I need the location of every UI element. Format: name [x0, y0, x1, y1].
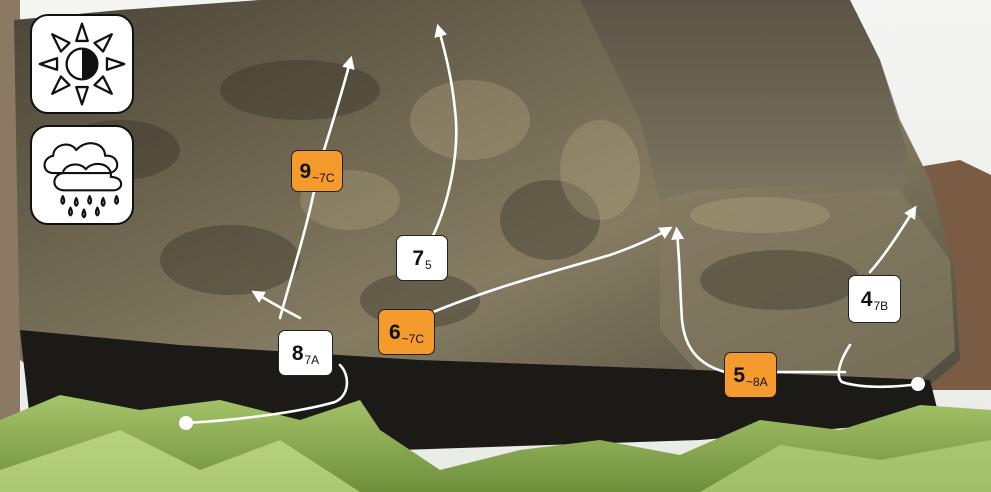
problem-grade: 7A [304, 353, 320, 367]
problem-tag-6[interactable]: 6~7C [378, 309, 435, 355]
problem-number: 5 [733, 363, 745, 387]
problem-number: 9 [299, 159, 312, 183]
route-line-6 [184, 230, 667, 425]
route-line-7 [430, 23, 458, 240]
problem-number: 8 [291, 341, 304, 365]
problem-grade: ~7C [312, 171, 335, 185]
sun-half-shade-icon [30, 14, 134, 114]
problem-grade: 7B [873, 299, 889, 313]
problem-grade: ~7C [401, 332, 425, 346]
problem-tag-5[interactable]: 5~8A [724, 352, 777, 398]
route-line-8 [251, 290, 302, 320]
problem-tag-9[interactable]: 9~7C [291, 150, 343, 192]
start-dot-left [179, 416, 193, 430]
problem-grade: 5 [425, 258, 432, 272]
problem-grade: ~8A [746, 375, 768, 389]
rain-cloud-icon [30, 125, 134, 225]
start-dot-right [911, 377, 925, 391]
route-line-4 [837, 211, 918, 389]
route-line-5 [671, 226, 727, 374]
problem-number: 6 [388, 320, 401, 344]
problem-number: 7 [412, 246, 424, 270]
problem-number: 4 [860, 287, 873, 311]
